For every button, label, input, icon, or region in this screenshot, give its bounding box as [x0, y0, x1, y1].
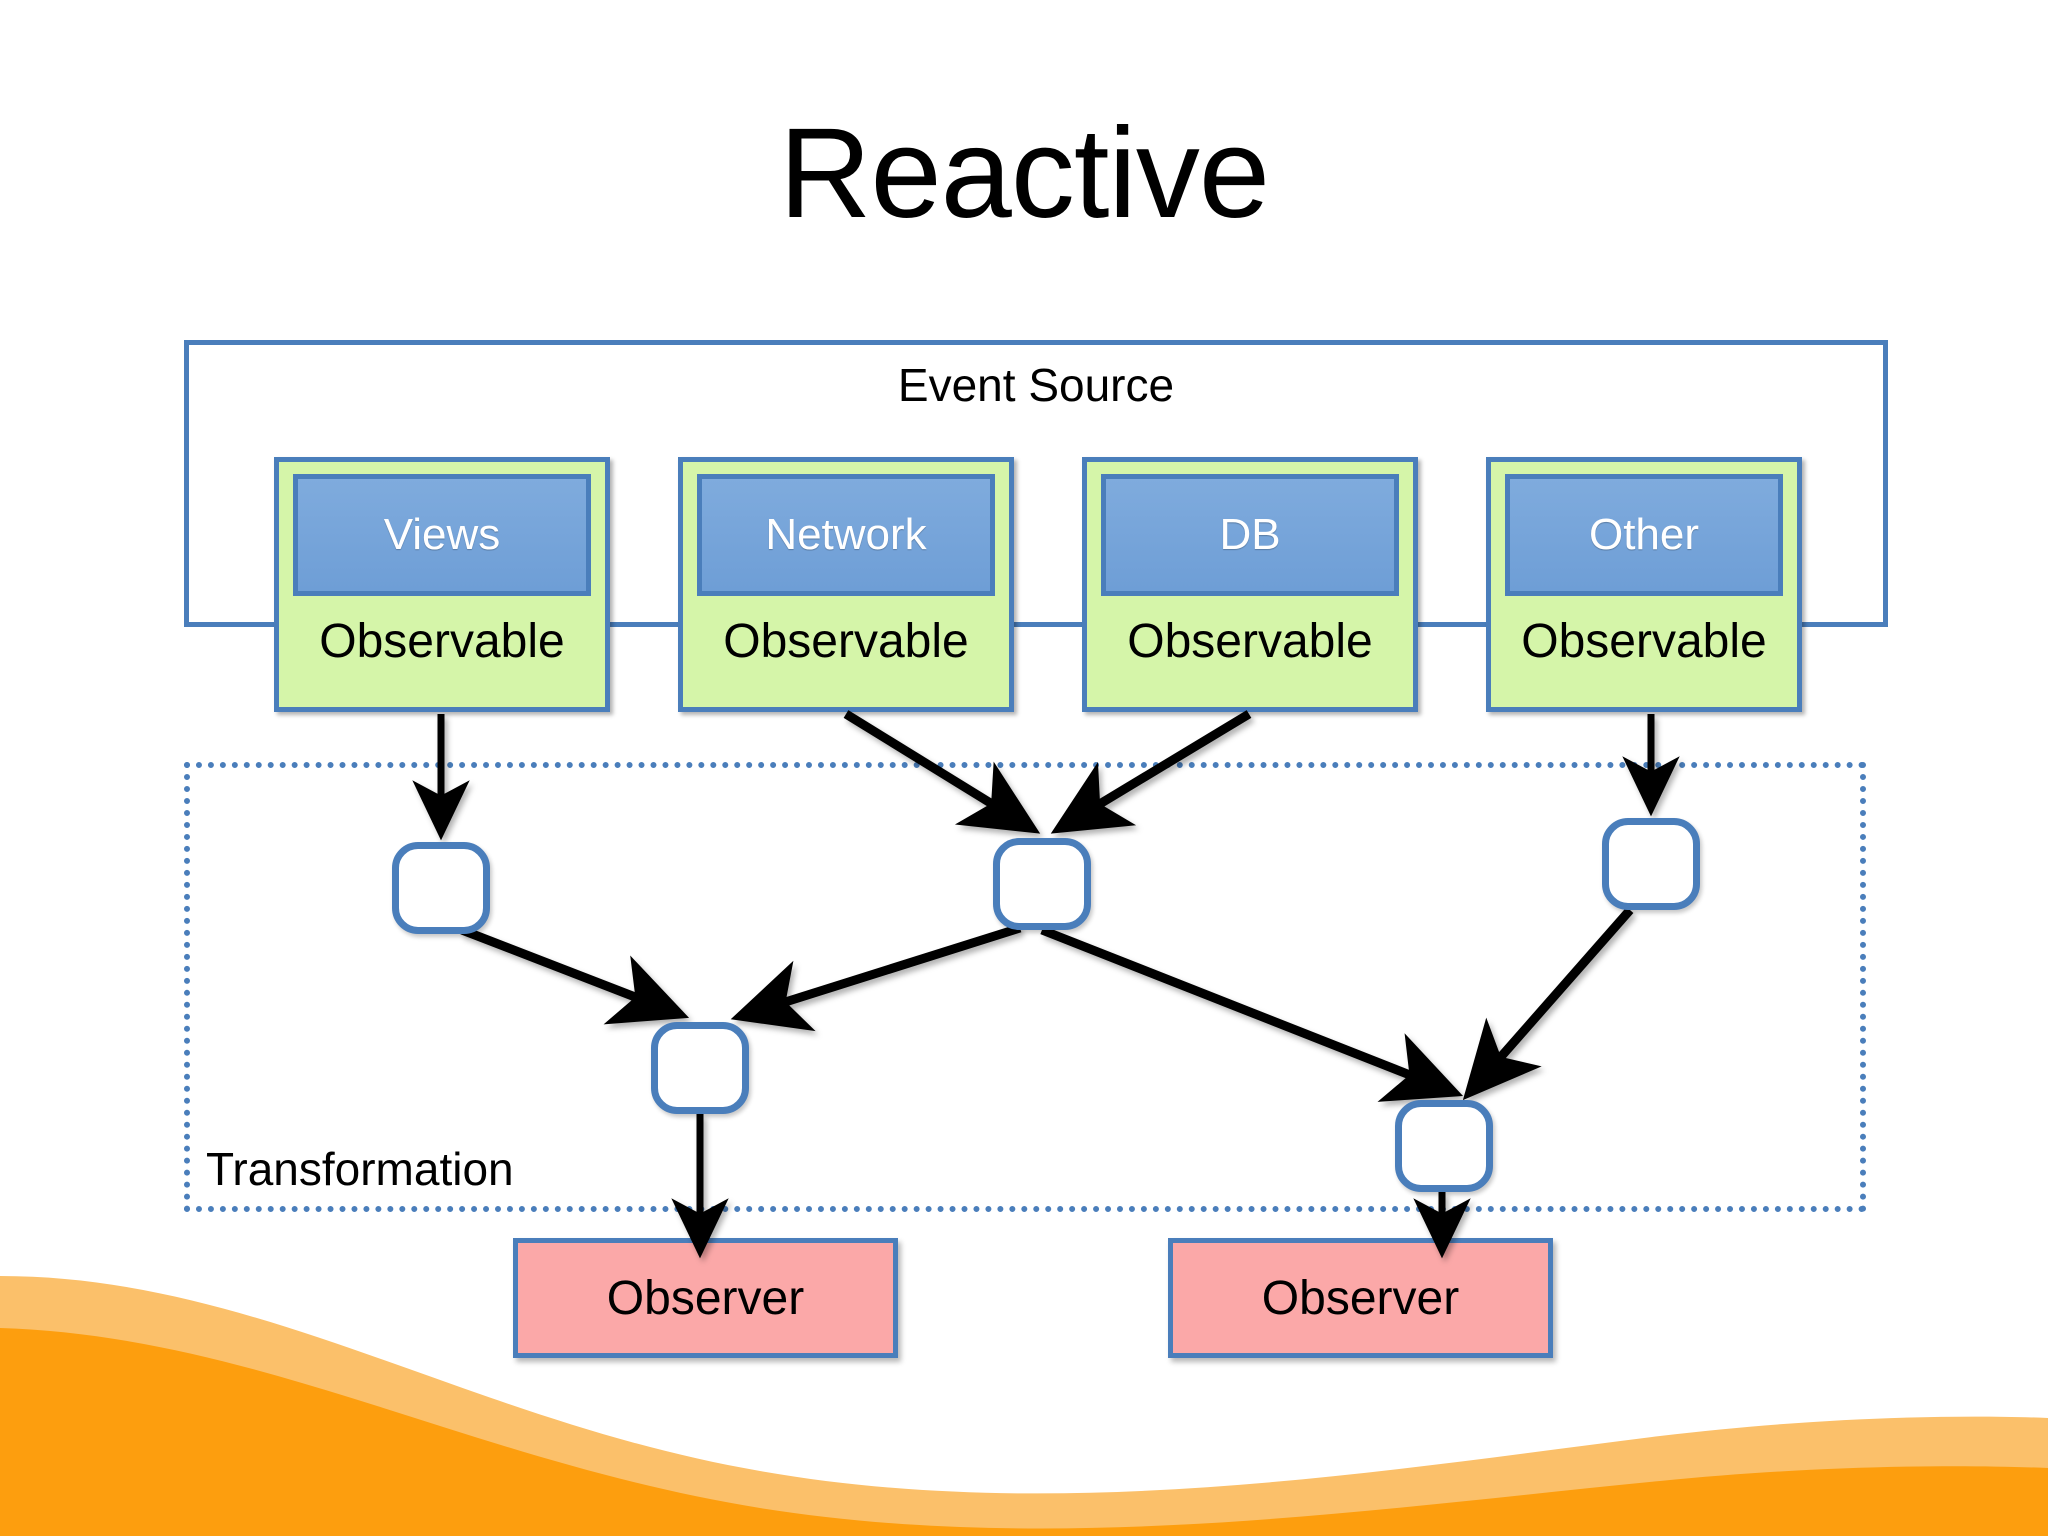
observable-label-db: Observable	[1127, 615, 1373, 668]
source-name-views: Views	[293, 474, 591, 596]
wave-decoration	[0, 1276, 2048, 1536]
observable-label-other: Observable	[1521, 615, 1767, 668]
source-card-views[interactable]: Views Observable	[274, 457, 610, 712]
observable-label-views: Observable	[319, 615, 565, 668]
transformation-label: Transformation	[206, 1143, 514, 1195]
transformation-node-4[interactable]	[651, 1022, 749, 1114]
transformation-node-5[interactable]	[1395, 1100, 1493, 1192]
source-name-db: DB	[1101, 474, 1399, 596]
observable-label-network: Observable	[723, 615, 969, 668]
page-title: Reactive	[779, 102, 1270, 245]
event-source-label: Event Source	[897, 359, 1175, 411]
transformation-node-1[interactable]	[392, 842, 490, 934]
event-source-container	[184, 340, 1888, 627]
source-card-network[interactable]: Network Observable	[678, 457, 1014, 712]
source-card-other[interactable]: Other Observable	[1486, 457, 1802, 712]
transformation-node-2[interactable]	[993, 838, 1091, 930]
source-name-network: Network	[697, 474, 995, 596]
observer-box-2[interactable]: Observer	[1168, 1238, 1553, 1358]
source-card-db[interactable]: DB Observable	[1082, 457, 1418, 712]
source-name-other: Other	[1505, 474, 1783, 596]
transformation-node-3[interactable]	[1602, 818, 1700, 910]
wave-front-shape	[0, 1328, 2048, 1536]
